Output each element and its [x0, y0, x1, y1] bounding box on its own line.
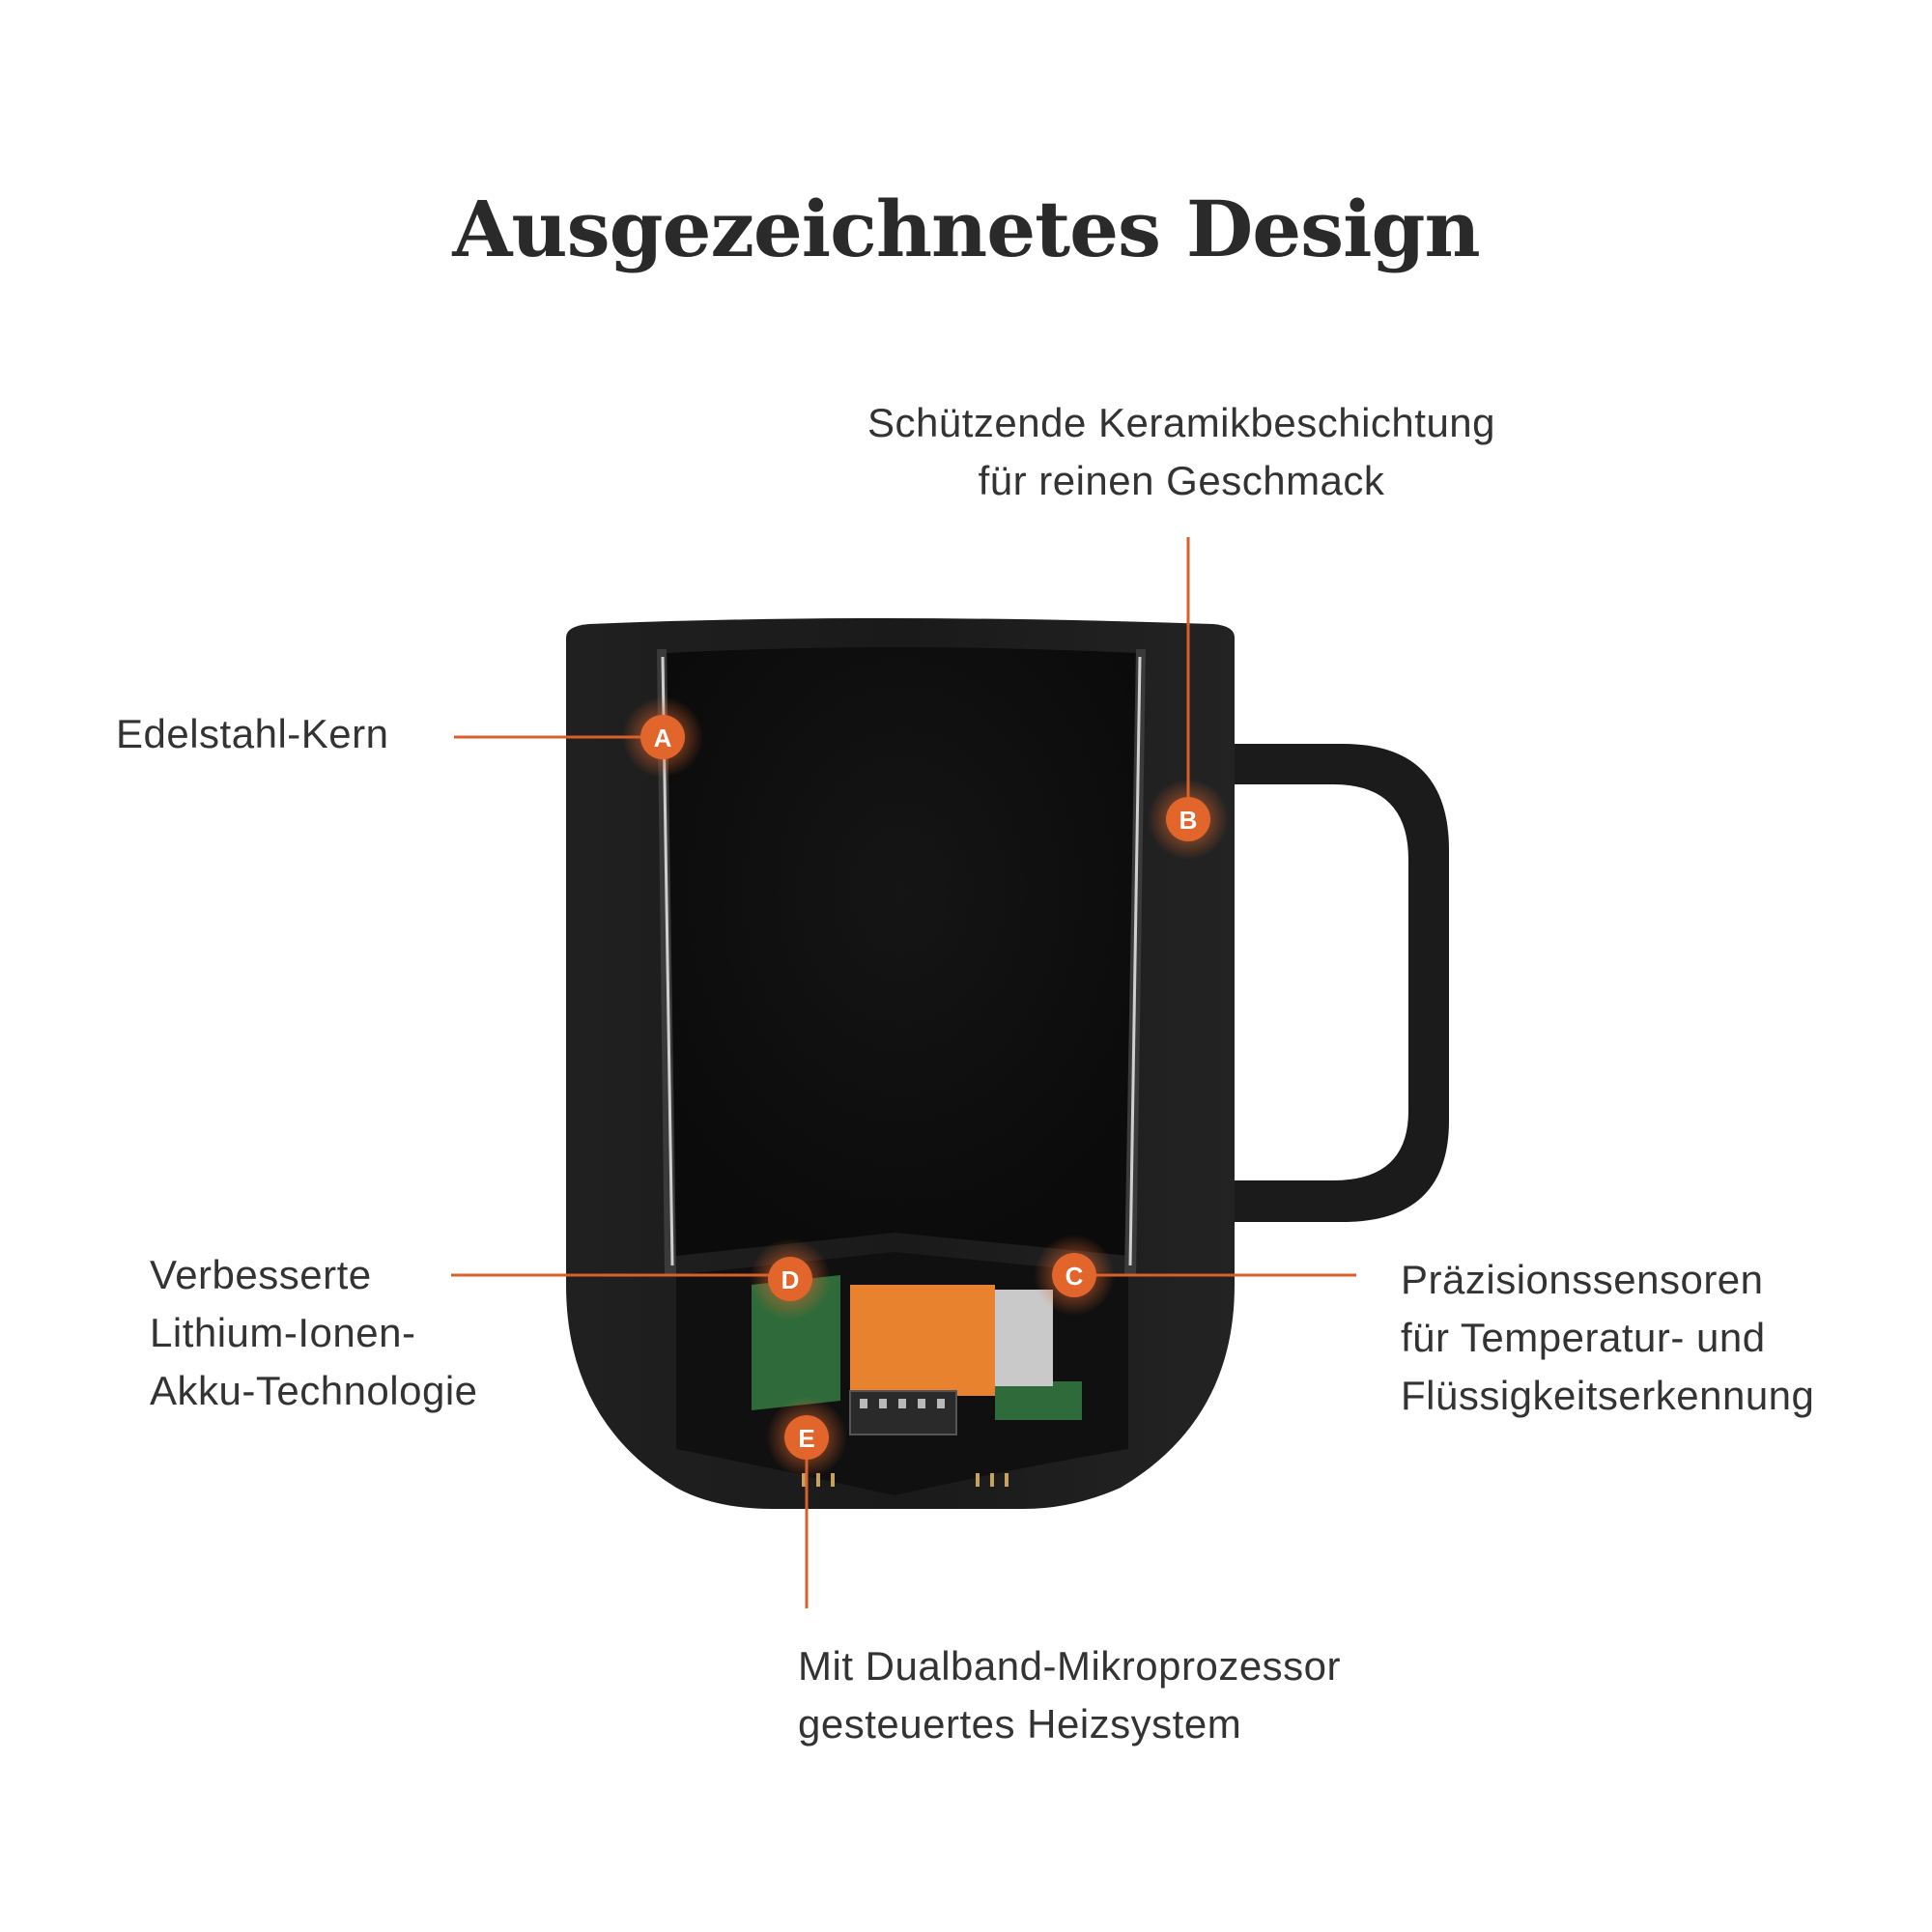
- marker-d: D: [750, 1238, 831, 1320]
- marker-a-letter: A: [654, 724, 672, 753]
- callout-c-line-2: für Temperatur- und: [1401, 1315, 1766, 1360]
- callout-a-line-1: Edelstahl-Kern: [116, 711, 389, 756]
- connector-pins: [860, 1399, 945, 1408]
- connector: [849, 1390, 957, 1435]
- callout-b-line-2: für reinen Geschmack: [978, 458, 1385, 503]
- marker-b: B: [1148, 779, 1229, 860]
- callout-b-label: Schützende Keramikbeschichtung für reine…: [843, 394, 1520, 510]
- callout-d-line-2: Lithium-Ionen-: [150, 1310, 416, 1355]
- callout-c-label: Präzisionssensoren für Temperatur- und F…: [1401, 1251, 1814, 1425]
- marker-d-letter: D: [781, 1265, 800, 1294]
- callout-d-line-3: Akku-Technologie: [150, 1368, 478, 1413]
- callout-c-line-3: Flüssigkeitserkennung: [1401, 1373, 1815, 1418]
- steel-core-right: [1128, 656, 1142, 1266]
- callout-b-line-1: Schützende Keramikbeschichtung: [867, 400, 1496, 445]
- mug-interior: [667, 647, 1136, 1256]
- marker-c-letter: C: [1065, 1262, 1084, 1291]
- callout-a-label: Edelstahl-Kern: [116, 705, 388, 763]
- marker-a: A: [622, 696, 703, 778]
- mug-handle: [1225, 744, 1449, 1222]
- battery-side: [995, 1290, 1053, 1386]
- callout-e-label: Mit Dualband-Mikroprozessor gesteuertes …: [798, 1637, 1341, 1753]
- marker-c: C: [1034, 1235, 1115, 1316]
- callout-e-line-2: gesteuertes Heizsystem: [798, 1701, 1242, 1747]
- pcb-right: [995, 1381, 1082, 1420]
- marker-b-letter: B: [1179, 806, 1198, 835]
- callout-e-line-1: Mit Dualband-Mikroprozessor: [798, 1643, 1342, 1689]
- marker-e-letter: E: [798, 1424, 814, 1453]
- callout-d-label: Verbesserte Lithium-Ionen- Akku-Technolo…: [150, 1246, 478, 1420]
- heater-contacts: [802, 1473, 1009, 1487]
- callout-c-line-1: Präzisionssensoren: [1401, 1257, 1764, 1302]
- battery: [850, 1285, 995, 1396]
- page-title: Ausgezeichnetes Design: [452, 184, 1480, 274]
- marker-e: E: [766, 1397, 847, 1478]
- callout-d-line-1: Verbesserte: [150, 1252, 372, 1297]
